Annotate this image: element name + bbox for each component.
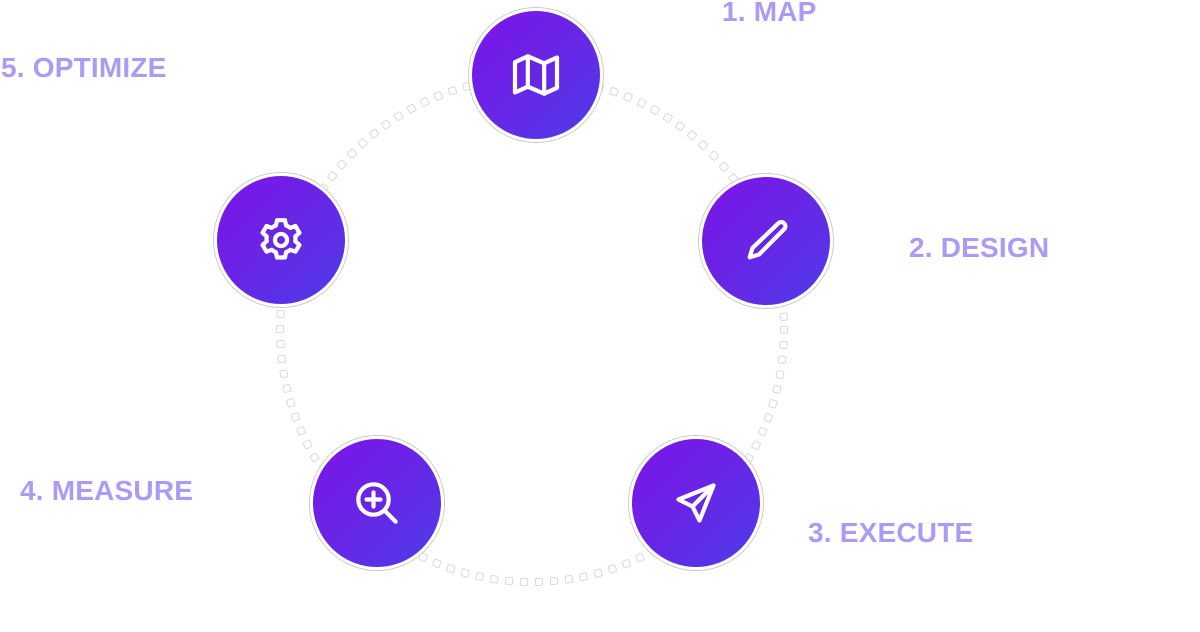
connector-dot xyxy=(357,138,368,149)
step-node-optimize[interactable] xyxy=(214,173,348,307)
connector-dot xyxy=(406,103,417,114)
step-label-optimize: 5. OPTIMIZE xyxy=(1,52,167,83)
step-node-execute[interactable] xyxy=(629,436,763,570)
connector-dot xyxy=(460,568,470,578)
connector-dot xyxy=(475,572,485,581)
connector-dot xyxy=(393,111,404,122)
connector-dot xyxy=(621,559,632,569)
connector-dot xyxy=(419,97,430,107)
connector-dot xyxy=(282,383,292,393)
step-node-map[interactable] xyxy=(469,8,603,142)
send-icon xyxy=(676,483,716,523)
connector-dot xyxy=(609,87,619,97)
connector-dot xyxy=(763,413,773,423)
connector-dot xyxy=(564,574,574,584)
connector-dot xyxy=(433,91,444,101)
step-label-map: 1. MAP xyxy=(722,0,817,27)
connector-dot xyxy=(489,574,499,584)
connector-dot xyxy=(447,86,458,96)
connector-dot xyxy=(276,339,285,349)
connector-dot xyxy=(635,552,645,563)
connector-dot xyxy=(534,577,544,586)
connector-dot xyxy=(549,576,559,586)
connector-dot xyxy=(687,130,697,141)
connector-dot xyxy=(381,119,391,130)
connector-dot xyxy=(708,150,719,161)
zoom-in-icon xyxy=(356,482,398,524)
connector-dot xyxy=(757,426,768,437)
connector-dot xyxy=(275,325,285,334)
connector-dot xyxy=(768,399,778,409)
connector-dot xyxy=(369,128,380,139)
connector-dot xyxy=(446,563,456,574)
connector-dot xyxy=(636,98,647,108)
connector-dot xyxy=(327,171,338,182)
connector-dot xyxy=(279,369,289,379)
connector-dot xyxy=(277,354,286,364)
connector-dot xyxy=(718,161,729,172)
connector-dot xyxy=(775,370,785,379)
connector-dot xyxy=(698,140,709,151)
connector-dot xyxy=(780,326,788,334)
connector-dot xyxy=(432,558,442,568)
connector-dot xyxy=(579,572,588,582)
step-label-execute: 3. EXECUTE xyxy=(808,517,974,548)
connector-dot xyxy=(751,440,761,450)
connector-dot xyxy=(607,564,618,574)
connector-dot xyxy=(779,312,788,321)
gear-icon xyxy=(260,218,302,260)
connector-dot xyxy=(777,355,787,365)
connector-dot xyxy=(779,340,788,350)
connector-dot xyxy=(347,148,357,159)
step-label-measure: 4. MEASURE xyxy=(20,475,194,506)
connector-dot xyxy=(418,552,428,563)
connector-dot xyxy=(593,568,603,578)
connector-dot xyxy=(290,412,301,422)
connector-dot xyxy=(505,576,514,586)
step-label-design: 2. DESIGN xyxy=(909,232,1050,263)
connector-dot xyxy=(309,452,320,463)
connector-dot xyxy=(623,92,633,102)
step-node-measure[interactable] xyxy=(310,436,444,570)
connector-dot xyxy=(302,439,313,450)
connector-dot xyxy=(296,426,306,436)
connector-dot xyxy=(675,121,686,132)
pencil-icon xyxy=(747,220,788,260)
connector-dot xyxy=(772,384,782,394)
step-node-design[interactable] xyxy=(699,174,833,308)
connector-dot xyxy=(276,310,285,319)
connector-dot xyxy=(520,577,529,586)
connector-dot xyxy=(336,159,347,170)
connector-dot xyxy=(650,105,660,115)
connector-dot xyxy=(286,398,296,408)
connector-dot xyxy=(662,112,673,123)
map-icon xyxy=(512,54,560,96)
